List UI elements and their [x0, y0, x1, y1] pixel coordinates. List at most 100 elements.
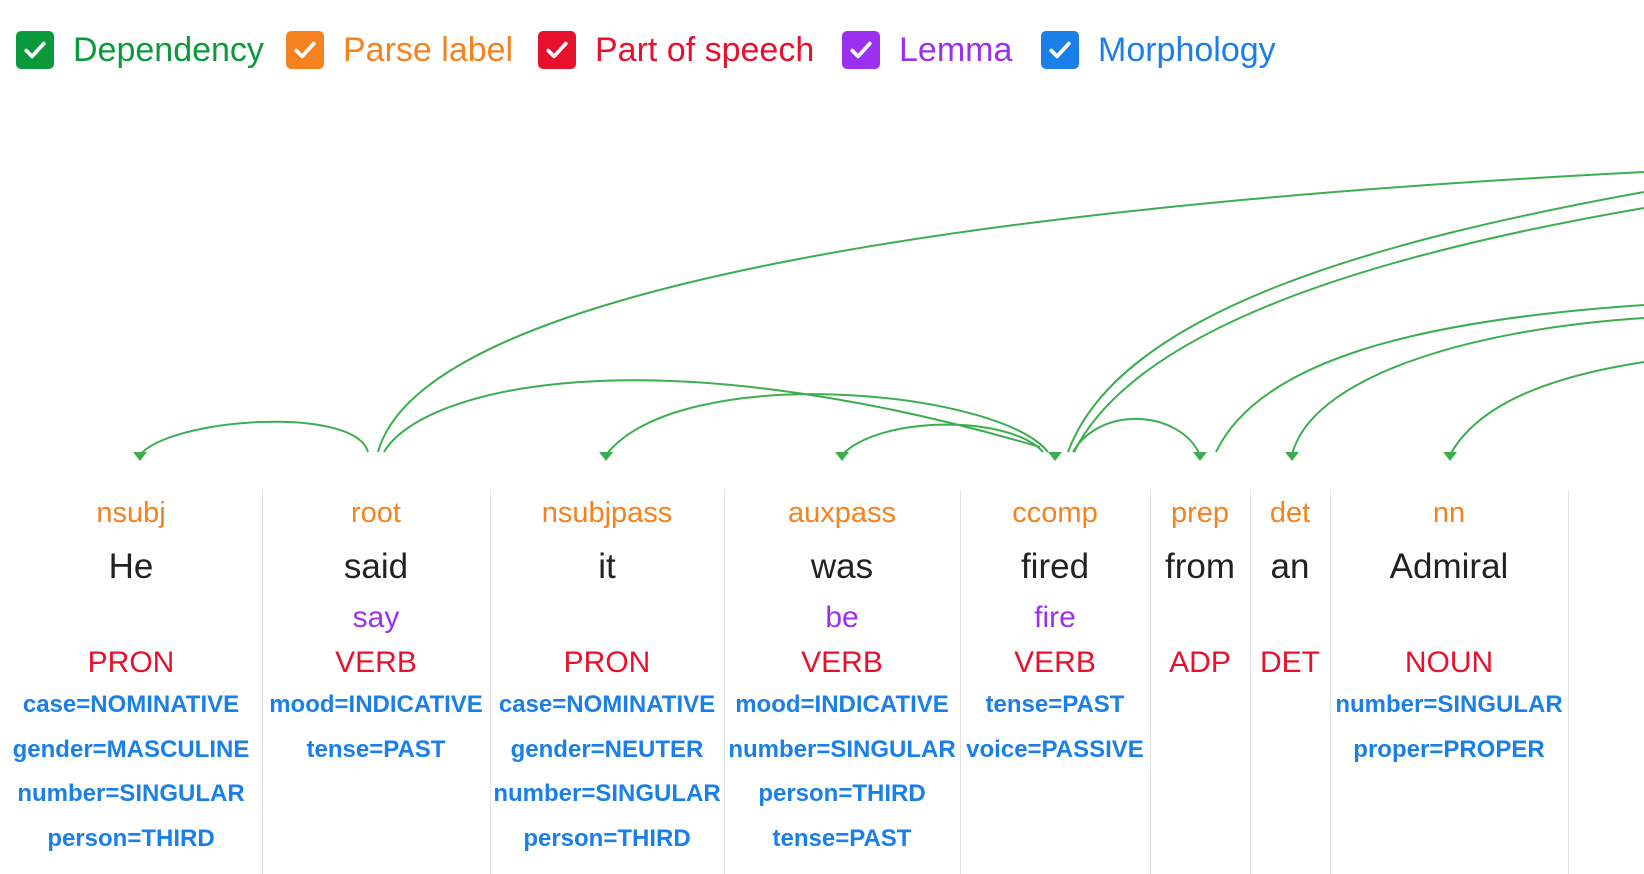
part-of-speech-tag: VERB: [801, 646, 883, 679]
morphology-feature: gender=MASCULINE: [12, 735, 250, 763]
checkmark-icon: [1049, 41, 1071, 59]
arrowhead-icon: [1193, 452, 1207, 461]
morphology-feature: gender=NEUTER: [510, 735, 704, 763]
part-of-speech-tag: ADP: [1169, 646, 1231, 679]
column-divider: [960, 490, 961, 874]
column-divider: [1150, 490, 1151, 874]
arrowhead-icon: [835, 452, 849, 461]
column-divider: [724, 490, 725, 874]
checkmark-icon: [294, 41, 316, 59]
part-of-speech-tag: PRON: [563, 646, 651, 679]
token-column-was: auxpass was be VERB mood=INDICATIVE numb…: [724, 490, 960, 874]
arc-fired-upper: [1067, 191, 1644, 453]
arc-nsubj: [139, 420, 369, 456]
arc-nsubjpass: [605, 393, 1049, 456]
parse-label: nsubj: [96, 497, 166, 529]
morphology-feature: person=THIRD: [523, 824, 691, 852]
morphology-feature: mood=INDICATIVE: [269, 691, 483, 718]
arrowhead-icon: [1285, 452, 1299, 461]
token-word: fired: [1020, 547, 1090, 586]
morphology-feature: number=SINGULAR: [1335, 691, 1563, 718]
legend-label-dependency: Dependency: [73, 31, 264, 69]
token-word: Admiral: [1389, 547, 1509, 586]
parse-label: auxpass: [787, 497, 896, 529]
part-of-speech-tag: NOUN: [1404, 646, 1494, 679]
column-divider: [262, 490, 263, 874]
token-column-he: nsubj He PRON case=NOMINATIVE gender=MAS…: [0, 490, 262, 874]
token-column-an: det an DET: [1250, 490, 1330, 874]
morphology-feature: case=NOMINATIVE: [22, 691, 240, 718]
column-divider: [1568, 490, 1569, 874]
part-of-speech-tag: DET: [1260, 646, 1320, 679]
token-word: was: [810, 547, 874, 586]
token-column-admiral: nn Admiral NOUN number=SINGULAR proper=P…: [1330, 490, 1568, 874]
arc-fired-lower: [1073, 207, 1644, 453]
part-of-speech-tag: VERB: [1014, 646, 1096, 679]
token-lemma: fire: [1034, 601, 1076, 634]
arrowhead-icon: [1048, 452, 1062, 461]
dependency-checkbox[interactable]: [16, 31, 54, 69]
morphology-feature: person=THIRD: [758, 780, 926, 807]
column-divider: [1330, 490, 1331, 874]
legend-item-parse-label[interactable]: Parse label: [286, 31, 513, 69]
token-lemma: be: [825, 601, 859, 634]
morphology-feature: voice=PASSIVE: [966, 735, 1144, 763]
part-of-speech-tag: PRON: [87, 646, 175, 679]
morphology-feature: number=SINGULAR: [17, 780, 245, 807]
parse-label-checkbox[interactable]: [286, 31, 324, 69]
morphology-feature: tense=PAST: [772, 824, 912, 852]
parse-label: nn: [1432, 497, 1466, 529]
checkmark-icon: [24, 41, 46, 59]
morphology-feature: tense=PAST: [306, 735, 446, 763]
arc-ccomp: [383, 379, 1041, 453]
token-word: said: [343, 547, 409, 586]
token-word: an: [1270, 547, 1310, 586]
column-divider: [490, 490, 491, 874]
token-word: from: [1165, 547, 1235, 586]
checkmark-icon: [850, 41, 872, 59]
morphology-feature: proper=PROPER: [1353, 735, 1545, 763]
arrowhead-icon: [133, 452, 147, 461]
arc-nn: [1449, 361, 1644, 456]
parse-label: prep: [1170, 497, 1230, 529]
parse-label: ccomp: [1012, 497, 1098, 529]
morphology-feature: case=NOMINATIVE: [498, 691, 716, 718]
checkmark-icon: [546, 41, 568, 59]
legend-item-lemma[interactable]: Lemma: [842, 31, 1012, 69]
part-of-speech-checkbox[interactable]: [538, 31, 576, 69]
legend-item-morphology[interactable]: Morphology: [1041, 31, 1276, 69]
morphology-list: case=NOMINATIVE gender=NEUTER number=SIN…: [490, 690, 724, 868]
parse-label: root: [351, 497, 401, 529]
parse-label: nsubjpass: [541, 497, 673, 529]
arc-det: [1291, 317, 1644, 456]
arc-root-long: [377, 171, 1644, 453]
token-column-from: prep from ADP: [1150, 490, 1250, 874]
legend-label-part-of-speech: Part of speech: [595, 31, 815, 69]
morphology-list: mood=INDICATIVE tense=PAST: [262, 690, 490, 779]
part-of-speech-tag: VERB: [335, 646, 417, 679]
lemma-checkbox[interactable]: [842, 31, 880, 69]
morphology-list: case=NOMINATIVE gender=MASCULINE number=…: [0, 690, 262, 868]
token-word: it: [598, 547, 616, 586]
morphology-list: number=SINGULAR proper=PROPER: [1330, 690, 1568, 779]
token-word: He: [108, 547, 154, 586]
morphology-feature: number=SINGULAR: [493, 780, 721, 807]
legend-item-dependency[interactable]: Dependency: [16, 31, 264, 69]
token-column-said: root said say VERB mood=INDICATIVE tense…: [262, 490, 490, 874]
morphology-checkbox[interactable]: [1041, 31, 1079, 69]
legend-item-part-of-speech[interactable]: Part of speech: [538, 31, 814, 69]
morphology-list: mood=INDICATIVE number=SINGULAR person=T…: [724, 690, 960, 868]
arrowhead-icon: [599, 452, 613, 461]
legend-label-parse-label: Parse label: [343, 31, 514, 69]
morphology-feature: mood=INDICATIVE: [735, 691, 949, 718]
arrowhead-icon: [1443, 452, 1457, 461]
parse-label: det: [1269, 497, 1311, 529]
morphology-feature: number=SINGULAR: [728, 735, 956, 763]
morphology-feature: tense=PAST: [985, 691, 1125, 718]
column-divider: [1250, 490, 1251, 874]
arc-from-pobj: [1215, 304, 1644, 453]
legend-label-morphology: Morphology: [1098, 31, 1276, 69]
arc-auxpass: [841, 423, 1044, 456]
arc-prep: [1072, 418, 1201, 456]
